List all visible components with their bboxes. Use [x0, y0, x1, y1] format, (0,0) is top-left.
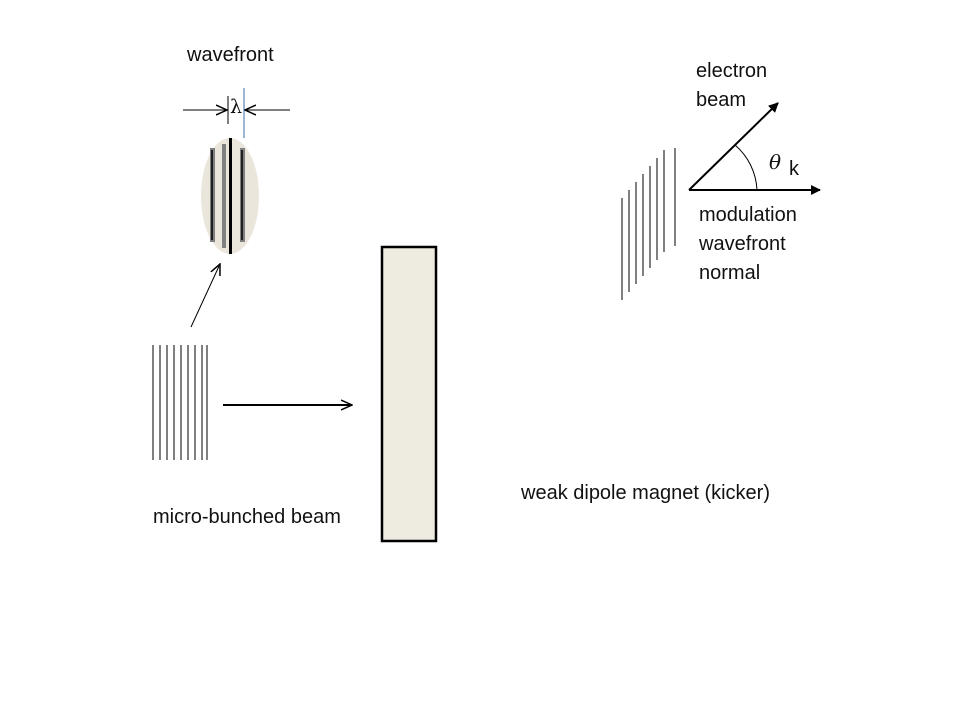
bunch-bar-center-right — [229, 138, 232, 254]
modulation-label-line3: normal — [699, 262, 761, 284]
micro-bunched-beam-label: micro-bunched beam — [153, 506, 341, 528]
modulation-label-line2: wavefront — [699, 233, 786, 255]
bunch-bar-center-left — [222, 144, 226, 248]
lambda-label: λ — [230, 96, 243, 118]
tilted-wavefronts — [621, 148, 676, 300]
wavefront-inset — [183, 88, 290, 328]
kicker-label: weak dipole magnet (kicker) — [521, 482, 770, 504]
k-label: k — [789, 158, 799, 180]
theta-label: θ — [769, 150, 782, 174]
angle-diagram — [688, 102, 821, 195]
kicker-magnet — [380, 245, 438, 543]
micro-bunched-beam — [152, 345, 208, 460]
electron-beam-arrow — [688, 102, 779, 191]
modulation-label-line1: modulation — [699, 204, 797, 226]
zoom-pointer-arrow — [190, 264, 220, 328]
theta-arc — [734, 144, 758, 191]
electron-beam-label-line1: electron — [696, 60, 768, 82]
wavefront-label: wavefront — [187, 44, 274, 66]
electron-beam-label-line2: beam — [696, 89, 747, 111]
